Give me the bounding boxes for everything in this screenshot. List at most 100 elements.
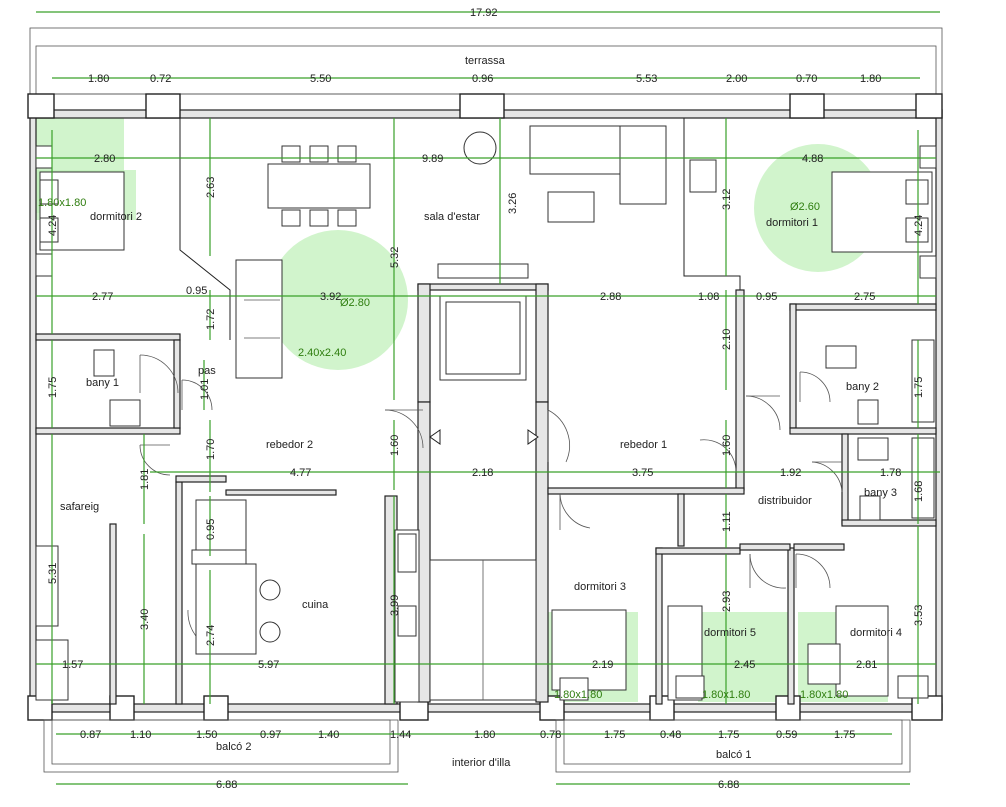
room-dormitori3: dormitori 3 (574, 581, 626, 593)
vertical-dimensions: 2.63 5.32 3.26 3.12 4.24 4.24 1.72 2.10 … (47, 177, 925, 646)
dim-b157: 1.57 (62, 659, 83, 671)
dim-h210: 2.10 (721, 329, 733, 350)
dim-t1: 1.80 (88, 73, 109, 85)
dim-t8: 1.80 (860, 73, 881, 85)
dim-h170: 1.70 (205, 439, 217, 460)
dim-h172: 1.72 (205, 309, 217, 330)
dim-s048: 0.48 (660, 729, 681, 741)
zone-label-1: 1.80x1.80 (38, 197, 86, 209)
interior-walls (35, 118, 937, 705)
zone-label-6: 1.80x1.80 (702, 689, 750, 701)
dim-r375: 3.75 (632, 467, 653, 479)
basin-bany2 (825, 345, 857, 369)
left-arrow-icon (429, 429, 441, 445)
dim-s150: 1.50 (196, 729, 217, 741)
zone-label-4: Ø2.60 (790, 201, 820, 213)
wc-bany2 (857, 399, 879, 425)
dim-s110: 1.10 (130, 729, 151, 741)
room-bany1: bany 1 (86, 377, 119, 389)
dim-s180: 1.80 (474, 729, 495, 741)
bed-dormitori3 (551, 609, 627, 691)
dim-h101: 1.01 (199, 379, 211, 400)
dim-s175a: 1.75 (604, 729, 625, 741)
dim-t4: 0.96 (472, 73, 493, 85)
zone-label-7: 1.80x1.80 (800, 689, 848, 701)
room-pas: pas (198, 365, 216, 377)
dim-r192: 1.92 (780, 467, 801, 479)
room-dormitori1: dormitori 1 (766, 217, 818, 229)
bed-dormitori4 (835, 605, 889, 697)
zone-labels: 1.80x1.80 Ø2.80 2.40x2.40 Ø2.60 1.80x1.8… (38, 197, 848, 701)
dim-s175b: 1.75 (718, 729, 739, 741)
dim-r178: 1.78 (880, 467, 901, 479)
dim-d1w: 4.88 (802, 153, 823, 165)
dim-s087: 0.87 (80, 729, 101, 741)
room-distribuidor: distribuidor (758, 495, 812, 507)
dim-s097: 0.97 (260, 729, 281, 741)
dim-h531: 5.31 (47, 563, 59, 584)
dim-h326: 3.26 (507, 193, 519, 214)
furniture (35, 125, 937, 703)
dim-h160a: 1.60 (389, 435, 401, 456)
dim-h353: 3.53 (913, 605, 925, 626)
dim-total: 17.92 (470, 7, 498, 19)
dim-t2: 0.72 (150, 73, 171, 85)
dim-s078: 0.78 (540, 729, 561, 741)
dim-h181: 1.81 (139, 469, 151, 490)
dim-h340: 3.40 (139, 609, 151, 630)
dim-t3: 5.50 (310, 73, 331, 85)
basin-bany1 (109, 399, 141, 427)
room-bany2: bany 2 (846, 381, 879, 393)
room-balco1: balcó 1 (716, 749, 751, 761)
dim-r477: 4.77 (290, 467, 311, 479)
zone-sala-circle (268, 230, 408, 370)
room-rebedor1: rebedor 1 (620, 439, 667, 451)
horizontal-dimensions: 17.92 1.80 0.72 5.50 0.96 5.53 2.00 0.70… (62, 7, 901, 791)
dim-r275: 2.75 (854, 291, 875, 303)
room-dormitori5: dormitori 5 (704, 627, 756, 639)
zone-dormitori5 (698, 612, 788, 702)
dim-h424a: 4.24 (47, 215, 59, 236)
zone-label-5: 1.80x1.80 (554, 689, 602, 701)
dim-h095: 0.95 (205, 519, 217, 540)
dim-t7: 0.70 (796, 73, 817, 85)
room-dormitori2: dormitori 2 (90, 211, 142, 223)
dim-s144: 1.44 (390, 729, 411, 741)
dim-h175b: 1.75 (913, 377, 925, 398)
right-arrow-icon (527, 429, 539, 445)
dim-r108: 1.08 (698, 291, 719, 303)
dining-table (267, 163, 371, 209)
armchair (463, 131, 497, 165)
dim-h274: 2.74 (205, 625, 217, 646)
entry-markers (429, 429, 539, 445)
balconies (43, 719, 911, 773)
dim-t5: 5.53 (636, 73, 657, 85)
room-interior: interior d'illa (452, 757, 511, 769)
dim-d2w: 2.80 (94, 153, 115, 165)
exterior-walls (27, 93, 943, 721)
dim-salaw: 9.89 (422, 153, 443, 165)
dim-h263: 2.63 (205, 177, 217, 198)
dim-h312: 3.12 (721, 189, 733, 210)
dim-s175c: 1.75 (834, 729, 855, 741)
dim-h532: 5.32 (389, 247, 401, 268)
dim-b245: 2.45 (734, 659, 755, 671)
dim-s059: 0.59 (776, 729, 797, 741)
ironing-board (35, 545, 59, 627)
dim-r288: 2.88 (600, 291, 621, 303)
room-rebedor2: rebedor 2 (266, 439, 313, 451)
room-sala: sala d'estar (424, 211, 480, 223)
dim-s140: 1.40 (318, 729, 339, 741)
room-terrassa: terrassa (465, 55, 506, 67)
dim-r392: 3.92 (320, 291, 341, 303)
dim-h168: 1.68 (913, 481, 925, 502)
dim-b281: 2.81 (856, 659, 877, 671)
dim-r095a: 0.95 (186, 285, 207, 297)
room-balco2: balcó 2 (216, 741, 251, 753)
dim-h175a: 1.75 (47, 377, 59, 398)
dim-r277: 2.77 (92, 291, 113, 303)
dim-h111: 1.11 (721, 511, 733, 532)
dim-b219: 2.19 (592, 659, 613, 671)
dim-r218: 2.18 (472, 467, 493, 479)
room-bany3: bany 3 (864, 487, 897, 499)
